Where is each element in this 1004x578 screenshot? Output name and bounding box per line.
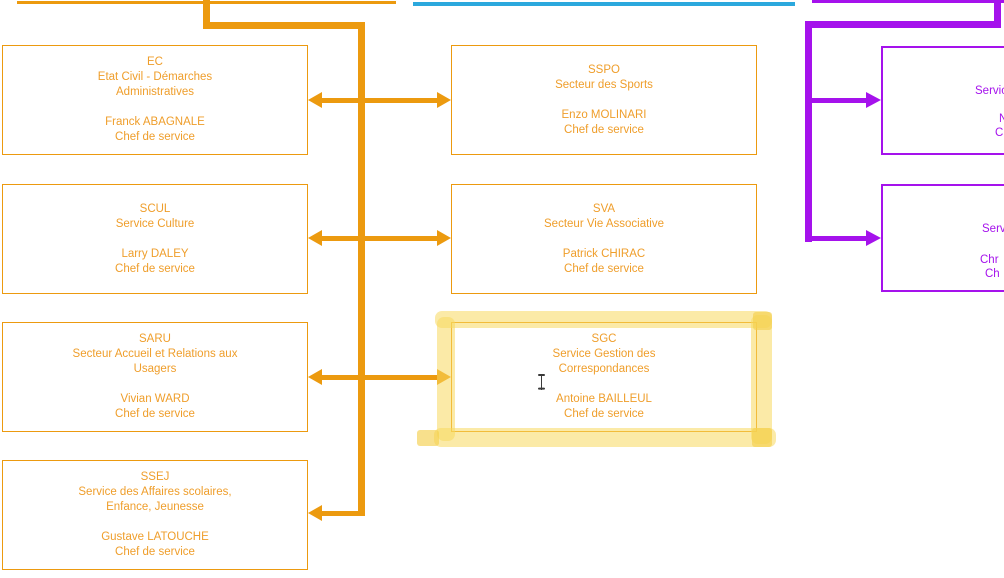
clipped-box-bottom-edge-purple bbox=[812, 0, 1004, 3]
box-service-name: Service Gestion des bbox=[552, 348, 656, 360]
connector-arrow-stem bbox=[805, 236, 866, 241]
box-acronym: EC bbox=[147, 56, 163, 68]
box-person-name: Patrick CHIRAC bbox=[562, 247, 646, 260]
connector-arrow-stem bbox=[320, 511, 365, 516]
connector-arrow-stem bbox=[320, 236, 446, 241]
org-box-sva[interactable]: SVA Secteur Vie Associative Patrick CHIR… bbox=[451, 184, 757, 294]
arrowhead-right-icon bbox=[437, 230, 451, 246]
box-service-name: Usagers bbox=[133, 363, 177, 375]
box-person-name: Gustave LATOUCHE bbox=[101, 531, 209, 543]
connector-arrow-stem bbox=[320, 98, 446, 103]
box-person-name: Antoine BAILLEUL bbox=[556, 393, 652, 405]
box-spacer bbox=[3, 232, 307, 247]
box-spacer bbox=[3, 100, 307, 115]
org-box-purple-top-clipped[interactable]: Servic N Ch bbox=[881, 46, 1004, 155]
connector-line-horizontal bbox=[203, 22, 365, 29]
box-person-role: Chef de service bbox=[115, 408, 195, 420]
box-person-name: Larry DALEY bbox=[121, 247, 189, 260]
org-box-scul[interactable]: SCUL Service Culture Larry DALEY Chef de… bbox=[2, 184, 308, 294]
box-service-name: Correspondances bbox=[558, 363, 650, 375]
box-person-name: Enzo MOLINARI bbox=[561, 108, 647, 121]
box-person-role: Ch bbox=[985, 268, 1000, 280]
org-box-ec[interactable]: EC Etat Civil - Démarches Administrative… bbox=[2, 45, 308, 155]
arrowhead-left-icon bbox=[308, 369, 322, 385]
box-person-name: N bbox=[999, 113, 1004, 125]
highlight-marker-corner bbox=[417, 430, 439, 446]
box-spacer bbox=[452, 232, 756, 247]
org-box-sgc[interactable]: SGC Service Gestion des Correspondances … bbox=[451, 322, 757, 432]
arrowhead-left-icon bbox=[308, 92, 322, 108]
box-person-role: Chef de service bbox=[115, 131, 195, 143]
box-service-name: Etat Civil - Démarches bbox=[97, 71, 213, 83]
connector-line-vertical bbox=[203, 0, 210, 27]
connector-arrow-stem bbox=[320, 375, 446, 380]
box-person-role: Chef de service bbox=[564, 262, 644, 275]
arrowhead-right-icon bbox=[866, 92, 881, 108]
box-person-role: Chef de service bbox=[115, 546, 195, 558]
arrowhead-right-icon bbox=[437, 369, 451, 385]
connector-line-vertical bbox=[805, 21, 812, 242]
box-acronym: SCUL bbox=[139, 202, 171, 215]
clipped-box-bottom-edge-teal bbox=[413, 2, 795, 6]
box-spacer bbox=[452, 377, 756, 392]
box-acronym: SGC bbox=[591, 333, 617, 345]
box-spacer bbox=[3, 515, 307, 530]
box-service-name: Secteur des Sports bbox=[555, 78, 653, 91]
box-person-name: Vivian WARD bbox=[120, 393, 190, 405]
box-service-name: Servic bbox=[975, 85, 1004, 97]
connector-line-vertical bbox=[358, 22, 365, 516]
box-service-name: Administratives bbox=[116, 86, 194, 98]
connector-arrow-stem bbox=[810, 98, 866, 103]
box-person-name: Chr bbox=[980, 254, 999, 266]
box-person-role: Chef de service bbox=[564, 408, 644, 420]
box-spacer bbox=[3, 377, 307, 392]
arrowhead-right-icon bbox=[866, 230, 881, 246]
box-person-role: Chef de service bbox=[115, 262, 195, 275]
box-service-name: Service Culture bbox=[115, 217, 195, 230]
box-acronym: SSEJ bbox=[140, 471, 170, 483]
box-person-role: Chef de service bbox=[564, 123, 644, 136]
box-spacer bbox=[452, 93, 756, 108]
arrowhead-left-icon bbox=[308, 505, 322, 521]
box-acronym: SARU bbox=[139, 333, 171, 345]
arrowhead-left-icon bbox=[308, 230, 322, 246]
org-box-purple-bottom-clipped[interactable]: Serv Chr Ch bbox=[881, 184, 1004, 292]
box-acronym: SSPO bbox=[588, 63, 620, 76]
box-person-name: Franck ABAGNALE bbox=[105, 116, 205, 128]
box-service-name: Service des Affaires scolaires, bbox=[78, 486, 232, 498]
arrowhead-right-icon bbox=[437, 92, 451, 108]
box-person-role: Ch bbox=[995, 127, 1004, 139]
box-service-name: Secteur Accueil et Relations aux bbox=[72, 348, 238, 360]
box-service-name: Serv bbox=[982, 223, 1004, 235]
text-cursor-icon bbox=[537, 374, 546, 391]
box-acronym: SVA bbox=[592, 202, 616, 215]
box-service-name: Enfance, Jeunesse bbox=[106, 501, 204, 513]
org-box-saru[interactable]: SARU Secteur Accueil et Relations aux Us… bbox=[2, 322, 308, 432]
box-service-name: Secteur Vie Associative bbox=[544, 217, 664, 230]
org-box-ssej[interactable]: SSEJ Service des Affaires scolaires, Enf… bbox=[2, 460, 308, 570]
connector-line-horizontal bbox=[805, 21, 1001, 28]
connector-line-vertical bbox=[994, 2, 1001, 26]
org-box-sspo[interactable]: SSPO Secteur des Sports Enzo MOLINARI Ch… bbox=[451, 45, 757, 155]
